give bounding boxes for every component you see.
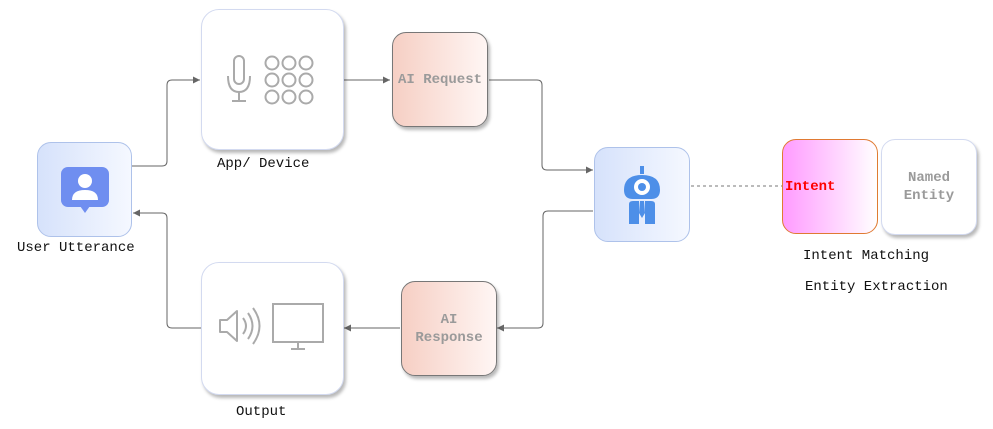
connector-bot-to-response — [497, 210, 593, 332]
user-node-label: User Utterance — [17, 240, 135, 256]
bot-node — [594, 147, 690, 242]
intent-label: Intent — [785, 178, 836, 195]
microphone-icon — [227, 55, 251, 102]
robot-icon — [624, 165, 660, 224]
user-node — [37, 142, 132, 237]
named-entity-label: Named Entity — [903, 170, 955, 204]
ai-request-node: AI Request — [392, 32, 488, 127]
ai-response-node: AI Response — [401, 281, 497, 376]
intent-matching-caption: Intent Matching — [803, 248, 930, 264]
speaker-icon — [219, 307, 261, 345]
connector-output-to-user — [133, 209, 201, 329]
connector-user-to-app — [132, 76, 200, 167]
ai-response-label: AI Response — [415, 311, 483, 346]
output-label: Output — [236, 404, 287, 420]
ai-request-label: AI Request — [397, 71, 482, 88]
user-chat-icon — [60, 166, 109, 213]
intent-node: Intent — [782, 139, 878, 234]
connector-request-to-bot — [489, 79, 593, 174]
entity-extraction-caption: Entity Extraction — [805, 279, 948, 295]
named-entity-node: Named Entity — [881, 139, 977, 235]
monitor-icon — [272, 303, 324, 350]
keypad-icon — [264, 55, 314, 105]
app-device-label: App/ Device — [217, 156, 310, 172]
output-node — [201, 262, 344, 395]
app-device-node — [201, 9, 344, 150]
